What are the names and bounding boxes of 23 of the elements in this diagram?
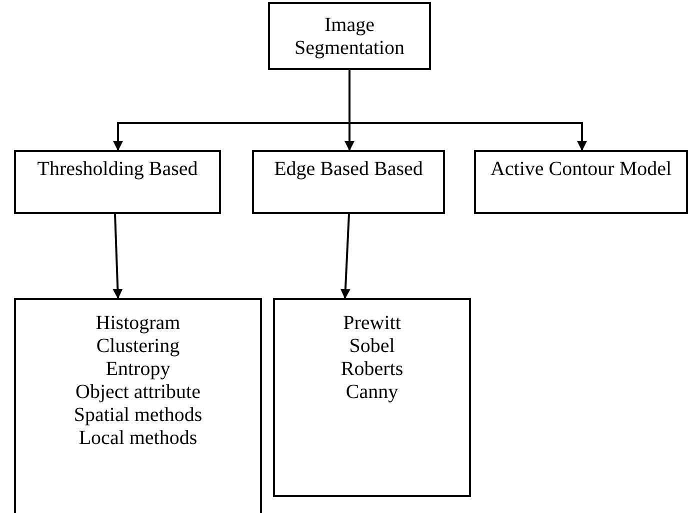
node-label: Thresholding Based	[37, 158, 198, 181]
arrow	[112, 214, 123, 299]
method-label: Local methods	[78, 427, 198, 450]
method-label: Entropy	[106, 358, 170, 381]
method-label: Canny	[346, 381, 398, 404]
method-label: Histogram	[96, 312, 180, 335]
method-label: Sobel	[349, 335, 395, 358]
node-label: Image Segmentation	[294, 14, 406, 60]
method-label: Object attribute	[76, 381, 200, 404]
arrow	[348, 70, 587, 151]
method-label: Prewitt	[343, 312, 401, 335]
category-box	[14, 150, 221, 214]
node-label: Active Contour Model	[490, 158, 672, 181]
node-label: Edge Based Based	[274, 158, 423, 181]
method-label: Clustering	[96, 335, 180, 358]
method-list-box	[14, 298, 262, 513]
method-label: Spatial methods	[74, 404, 202, 427]
top-box	[268, 2, 431, 70]
category-box	[474, 150, 688, 214]
arrow	[340, 214, 350, 299]
method-list-box	[273, 298, 471, 497]
method-label: Roberts	[340, 358, 404, 381]
category-box	[252, 150, 445, 214]
